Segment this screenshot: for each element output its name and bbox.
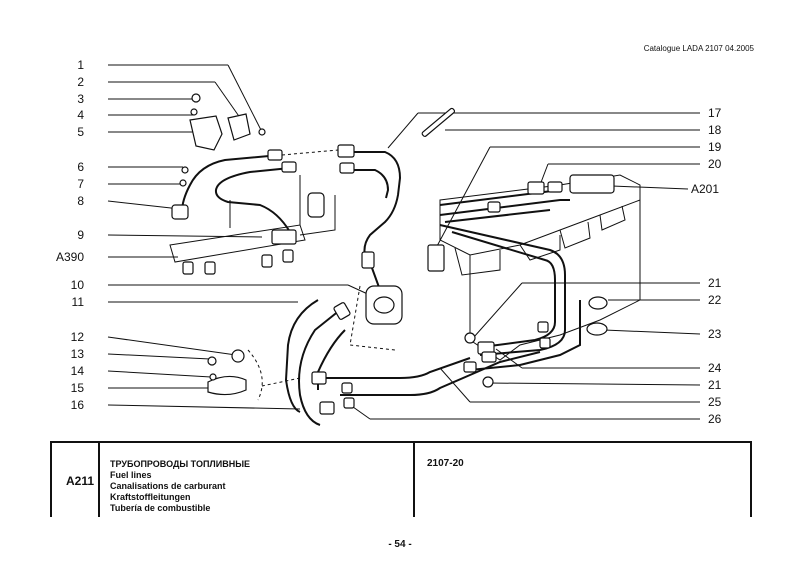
callout-2: 2 xyxy=(77,75,84,89)
callout-11: 11 xyxy=(71,295,84,309)
title-en: Fuel lines xyxy=(110,470,152,480)
fittings-and-parts xyxy=(171,93,615,415)
title-fr: Canalisations de carburant xyxy=(110,481,226,491)
leader-lines xyxy=(107,64,701,420)
section-code: A211 xyxy=(66,474,95,488)
page-number: - 54 - xyxy=(388,539,412,550)
callout-17: 17 xyxy=(708,106,722,120)
callout-25: 25 xyxy=(708,395,722,409)
callout-12: 12 xyxy=(70,330,84,344)
callout-16: 16 xyxy=(70,398,84,412)
callout-8: 8 xyxy=(77,194,84,208)
title-de: Kraftstoffleitungen xyxy=(110,492,191,502)
callout-6: 6 xyxy=(77,160,84,174)
callout-10: 10 xyxy=(70,278,84,292)
callout-13: 13 xyxy=(70,347,84,361)
injectors xyxy=(182,249,294,275)
callout-7: 7 xyxy=(77,177,84,191)
title-cell: ТРУБОПРОВОДЫ ТОПЛИВНЫЕ Fuel lines Canali… xyxy=(100,443,415,517)
callout-15: 15 xyxy=(70,381,84,395)
dashed-guides xyxy=(247,149,396,401)
callout-a201: A201 xyxy=(691,182,720,196)
title-ru: ТРУБОПРОВОДЫ ТОПЛИВНЫЕ xyxy=(110,459,251,469)
callout-5: 5 xyxy=(77,125,84,139)
section-cell: A211 xyxy=(52,443,100,517)
callout-21b: 21 xyxy=(708,378,722,392)
callout-23: 23 xyxy=(708,327,722,341)
callout-9: 9 xyxy=(77,228,84,242)
title-es: Tubería de combustible xyxy=(110,503,211,513)
callout-1: 1 xyxy=(77,58,84,72)
callout-24: 24 xyxy=(708,361,722,375)
callout-21: 21 xyxy=(708,276,722,290)
catalogue-note: Catalogue LADA 2107 04.2005 xyxy=(643,44,754,53)
callout-22: 22 xyxy=(708,293,722,307)
callout-a390: A390 xyxy=(55,250,84,264)
callout-19: 19 xyxy=(708,140,722,154)
title-block: ТРУБОПРОВОДЫ ТОПЛИВНЫЕ Fuel lines Canali… xyxy=(110,459,250,514)
model-cell: 2107-20 xyxy=(415,443,750,517)
callout-20: 20 xyxy=(708,157,722,171)
callout-26: 26 xyxy=(708,412,722,426)
model-code: 2107-20 xyxy=(427,458,464,469)
callout-18: 18 xyxy=(708,123,722,137)
callout-4: 4 xyxy=(77,108,84,122)
callout-3: 3 xyxy=(77,92,84,106)
title-table: A211 ТРУБОПРОВОДЫ ТОПЛИВНЫЕ Fuel lines C… xyxy=(50,441,752,517)
callout-14: 14 xyxy=(70,364,84,378)
